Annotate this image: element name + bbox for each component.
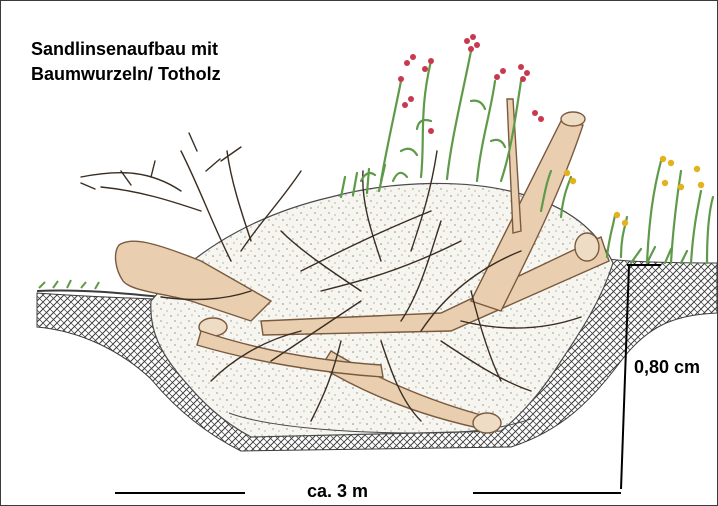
log-bottom-end — [473, 413, 501, 433]
yellow-flowers — [564, 156, 704, 226]
diagram-title-line-1: Sandlinsenaufbau mit — [31, 37, 321, 62]
width-label: ca. 3 m — [307, 481, 368, 502]
diagram-title: Sandlinsenaufbau mit Baumwurzeln/ Tothol… — [31, 37, 321, 87]
depth-label: 0,80 cm — [634, 357, 700, 378]
trunk-upright-top — [561, 112, 585, 126]
log-right-end — [575, 233, 599, 261]
red-flowers — [398, 34, 544, 134]
diagram-title-line-2: Baumwurzeln/ Totholz — [31, 62, 321, 87]
plants-top — [341, 51, 521, 197]
